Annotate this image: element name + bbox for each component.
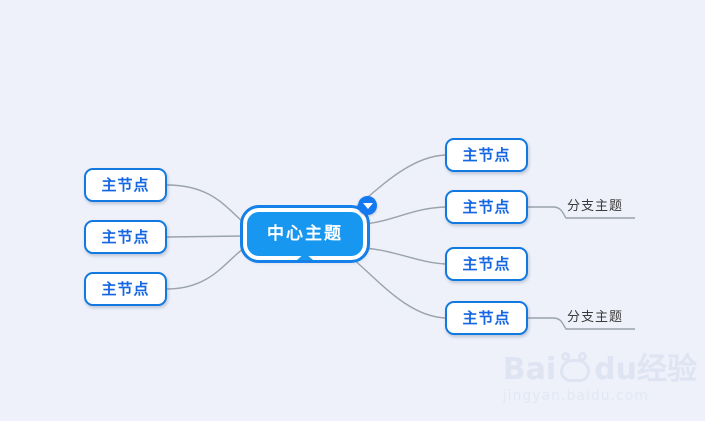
left-main-node-3[interactable]: 主节点 (84, 272, 167, 306)
connector-right-4 (351, 257, 446, 319)
node-label: 主节点 (101, 175, 150, 194)
connector-left-2 (166, 235, 244, 238)
left-main-node-2[interactable]: 主节点 (84, 220, 167, 254)
branch-topic-label-2[interactable]: 分支主题 (567, 310, 624, 325)
caret-glyph (362, 203, 373, 209)
node-label: 主节点 (462, 254, 511, 273)
left-main-node-1[interactable]: 主节点 (84, 168, 167, 202)
right-main-node-1[interactable]: 主节点 (445, 138, 528, 172)
connector-right-3 (362, 247, 446, 265)
watermark-brand-prefix: Bai (502, 352, 557, 387)
center-node-notch (297, 253, 313, 260)
node-label: 主节点 (462, 197, 511, 216)
baidu-bear-paw-icon (558, 352, 592, 384)
paw-shape (560, 359, 591, 382)
branch-topic-label-1[interactable]: 分支主题 (567, 199, 624, 214)
right-main-node-4[interactable]: 主节点 (445, 301, 528, 335)
node-label: 主节点 (101, 279, 150, 298)
paw-ear-right (578, 352, 588, 361)
watermark-brand-cn: 经验 (637, 352, 697, 387)
chevron-down-icon[interactable] (358, 196, 377, 215)
connector-left-3 (166, 248, 244, 290)
node-label: 主节点 (462, 145, 511, 164)
right-main-node-3[interactable]: 主节点 (445, 247, 528, 281)
connector-left-1 (166, 184, 244, 223)
watermark-brand: Bai du 经验 (502, 352, 697, 387)
node-label: 主节点 (462, 308, 511, 327)
paw-ear-left (561, 352, 571, 361)
center-node-label: 中心主题 (267, 223, 343, 244)
watermark-brand-suffix: du (594, 352, 637, 387)
watermark-url: jingyan.baidu.com (502, 388, 649, 404)
center-node[interactable]: 中心主题 (240, 205, 370, 263)
right-main-node-2[interactable]: 主节点 (445, 190, 528, 224)
baidu-watermark: Bai du 经验 jingyan.baidu.com (502, 352, 697, 404)
node-label: 主节点 (101, 227, 150, 246)
